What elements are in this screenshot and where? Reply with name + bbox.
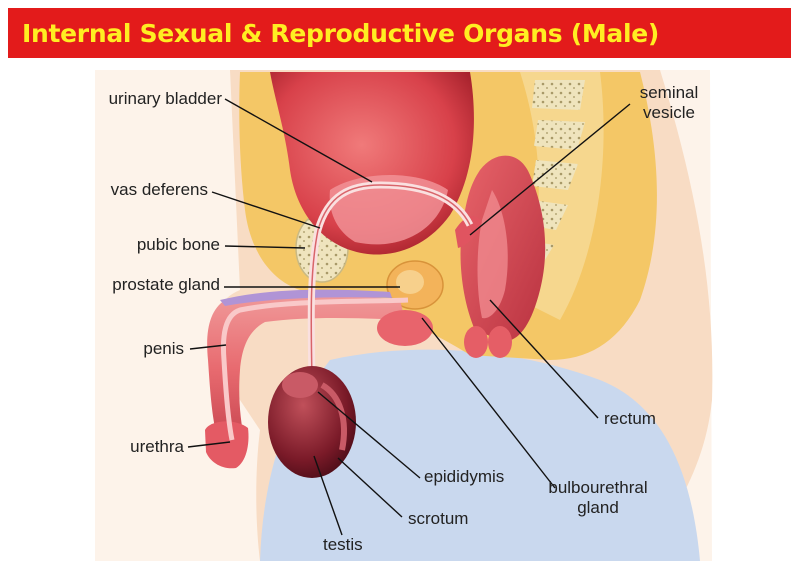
page-title: Internal Sexual & Reproductive Organs (M… <box>22 18 660 48</box>
label-urethra: urethra <box>130 437 184 456</box>
anal-sphincter <box>464 326 488 358</box>
vertebra <box>532 80 585 110</box>
leader-scrotum <box>337 457 403 518</box>
leader-pubic-bone <box>224 245 306 249</box>
seminal-vesicle-organ <box>455 216 482 248</box>
label-testis: testis <box>323 535 363 554</box>
thigh <box>260 349 700 561</box>
label-bulbourethral-gland-line1: bulbourethral <box>548 478 648 497</box>
urethra-tube <box>220 297 409 441</box>
corpus-spongiosum <box>220 289 392 306</box>
label-vas-deferens: vas deferens <box>110 180 208 199</box>
leader-seminal-vesicle <box>469 103 631 236</box>
prostate-inner <box>396 270 424 294</box>
label-pubic-bone: pubic bone <box>136 235 220 254</box>
label-urinary-bladder: urinary bladder <box>108 89 222 108</box>
leader-penis <box>189 344 227 350</box>
label-scrotum: scrotum <box>408 509 469 528</box>
title-banner: Internal Sexual & Reproductive Organs (M… <box>8 8 791 58</box>
anal-sphincter <box>488 326 512 358</box>
label-bulbourethral-gland-line2: gland <box>577 498 619 517</box>
label-penis: penis <box>143 339 184 358</box>
vertebra <box>532 160 578 190</box>
label-seminal-vesicle: seminal vesicle <box>628 83 710 123</box>
penile-bulb <box>377 310 433 346</box>
label-seminal-vesicle-line2: vesicle <box>643 103 695 122</box>
vertebra <box>534 120 585 150</box>
leader-rectum <box>489 299 599 419</box>
leader-urinary-bladder <box>224 98 373 183</box>
epididymis-head <box>282 372 318 398</box>
leader-urethra <box>187 441 231 448</box>
leader-bulbourethral-gland <box>421 317 556 489</box>
leader-vas-deferens <box>211 191 321 229</box>
leader-epididymis <box>317 391 421 479</box>
epididymis-body <box>320 382 347 451</box>
leader-lines <box>187 98 631 536</box>
vas-deferens-outline <box>310 184 471 396</box>
label-prostate-gland: prostate gland <box>112 275 220 294</box>
label-rectum: rectum <box>604 409 656 428</box>
label-epididymis: epididymis <box>424 467 505 486</box>
leader-testis <box>313 455 343 536</box>
label-seminal-vesicle-line1: seminal <box>639 83 699 102</box>
label-bulbourethral-gland: bulbourethral gland <box>537 478 659 518</box>
glans <box>205 421 249 469</box>
